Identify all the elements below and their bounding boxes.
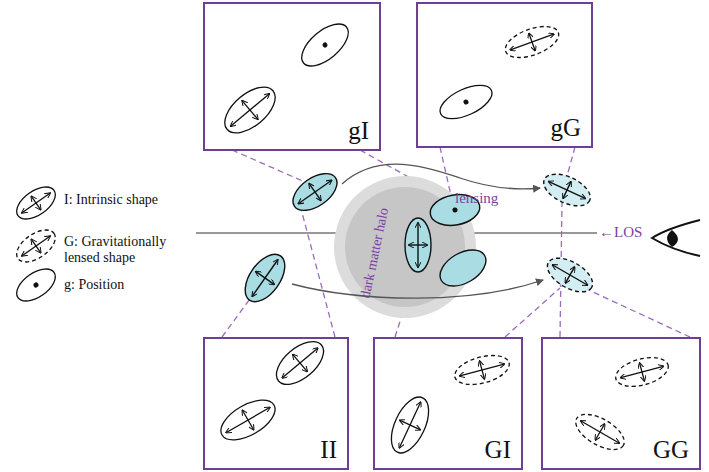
eye-symbol [652, 220, 700, 256]
los-label: ←LOS [599, 224, 642, 241]
panel-label: gI [348, 117, 369, 145]
lensing-paths [292, 164, 543, 298]
legend-text: g: Position [64, 277, 176, 293]
panel-label: GI [485, 436, 511, 464]
panel-box: GG [541, 337, 701, 470]
panel-box: gI [203, 2, 381, 151]
panel-leader-lines [222, 147, 690, 337]
panel-shapes [215, 16, 672, 458]
galaxies [237, 166, 598, 309]
panel-box: gG [416, 2, 593, 148]
lensing-label: lensing [455, 190, 498, 207]
panel-label: GG [653, 436, 689, 464]
legend-text: G: Gravitationally lensed shape [64, 234, 176, 266]
panel-box: II [203, 337, 349, 470]
legend-text: I: Intrinsic shape [64, 192, 176, 208]
legend-samples [11, 181, 61, 308]
panel-label: gG [550, 114, 581, 142]
panel-box: GI [373, 337, 523, 470]
panel-label: II [320, 436, 337, 464]
